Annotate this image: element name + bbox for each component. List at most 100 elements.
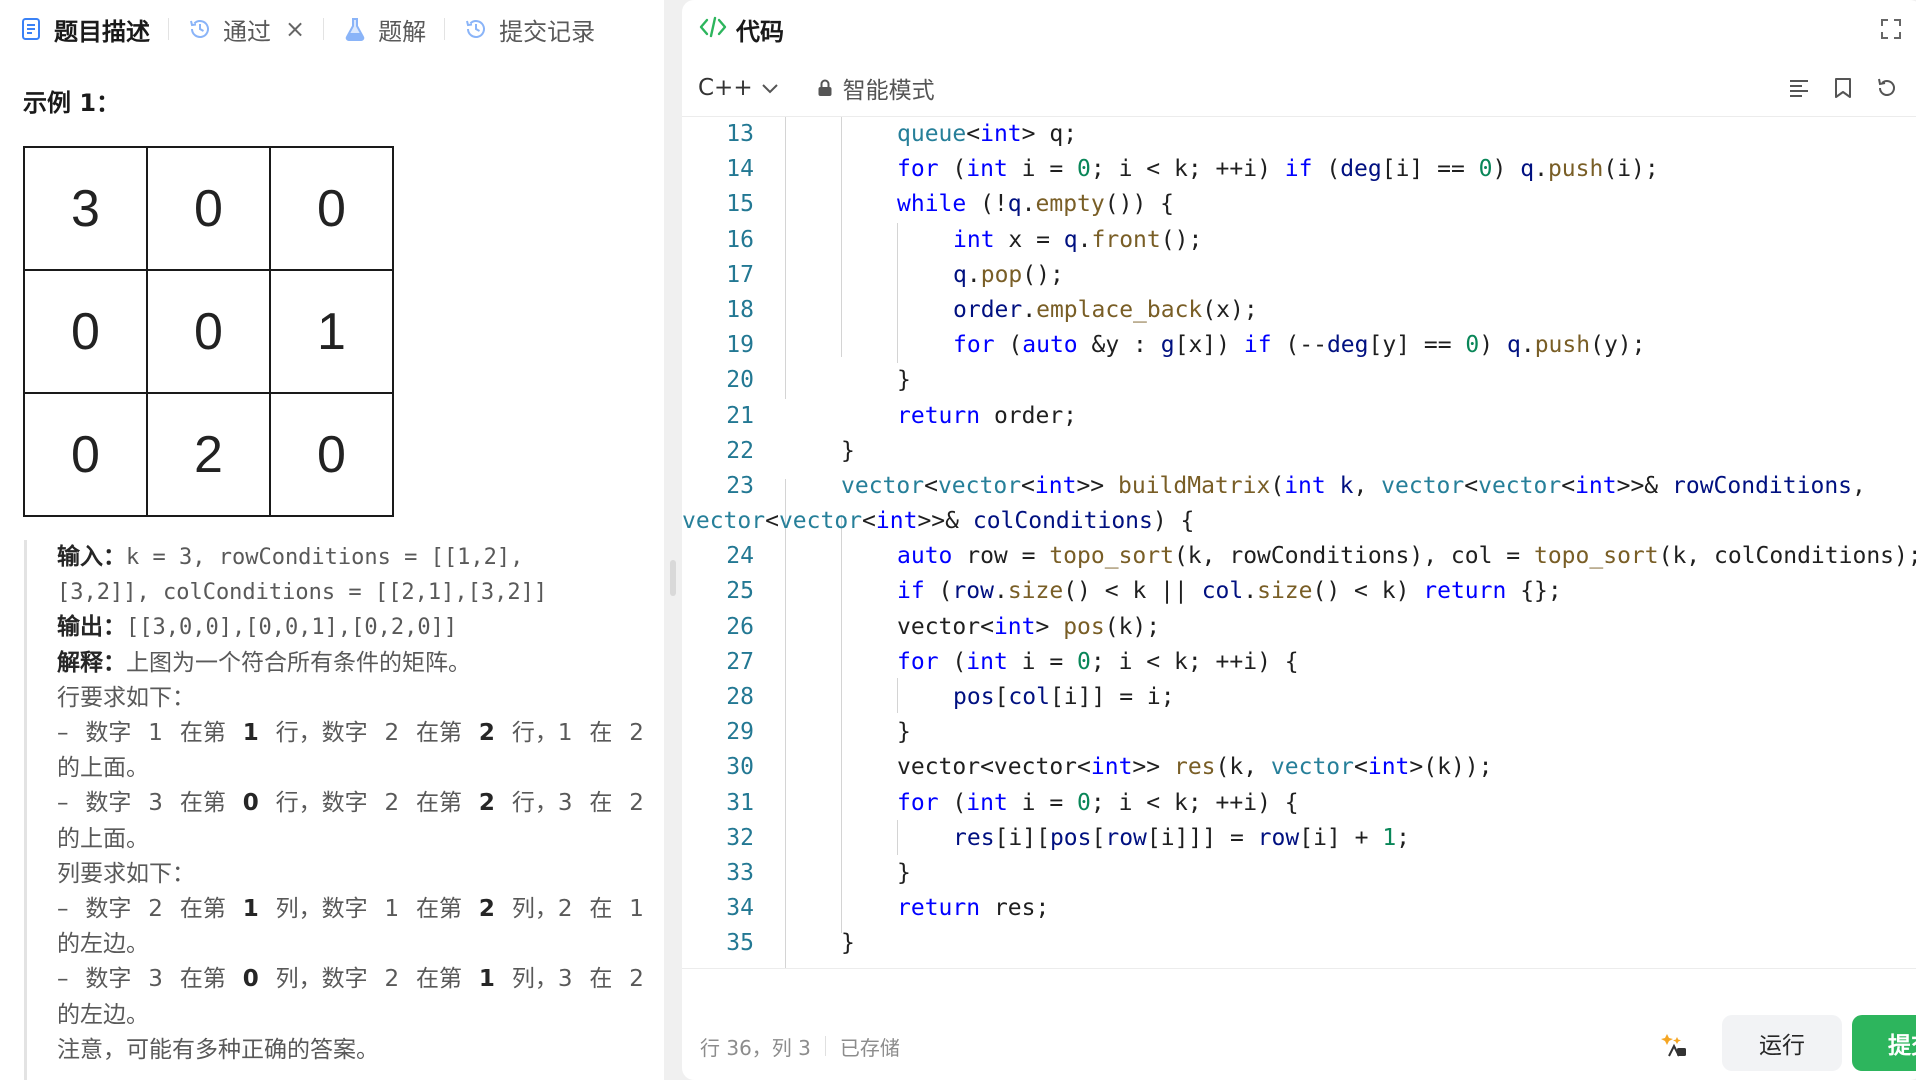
- tab-label: 题解: [378, 17, 427, 46]
- language-select[interactable]: C++: [698, 75, 779, 101]
- code-token: 0: [1478, 156, 1493, 183]
- code-token: vector: [841, 472, 925, 499]
- text: 在第: [416, 720, 463, 747]
- code-token: vector<: [897, 613, 994, 640]
- text: 2: [629, 790, 644, 817]
- left-tab-bar: 题目描述 通过 × 题解 提交记录: [0, 0, 664, 58]
- code-token: .: [1077, 226, 1092, 253]
- code-token: ; i < k; ++i): [1090, 156, 1285, 183]
- run-button[interactable]: 运行: [1722, 1015, 1842, 1071]
- text: 行，3: [511, 790, 573, 817]
- code-text: }: [785, 856, 911, 891]
- code-token: res: [1173, 754, 1216, 781]
- input-value: k = 3, rowConditions = [[1,2],: [126, 545, 524, 570]
- reset-icon[interactable]: [1876, 77, 1898, 99]
- code-line[interactable]: 33}: [682, 856, 1916, 891]
- submit-button[interactable]: 提交: [1852, 1015, 1916, 1071]
- code-token: q: [1520, 156, 1535, 183]
- requirement-line-end: 的上面。: [57, 825, 149, 852]
- line-number: 36: [682, 962, 754, 970]
- line-number: 32: [726, 824, 754, 851]
- text: 数字: [85, 790, 132, 817]
- code-line[interactable]: vector<vector<int>>& colConditions) {: [682, 504, 1916, 539]
- code-token: int: [875, 508, 918, 535]
- code-token: () < k): [1312, 578, 1424, 605]
- text: 行，1: [511, 720, 573, 747]
- code-token: row: [952, 578, 994, 605]
- tab-solutions[interactable]: 题解: [342, 0, 426, 58]
- tab-submissions[interactable]: 提交记录: [463, 0, 595, 58]
- code-line[interactable]: 29}: [682, 715, 1916, 750]
- code-token: [y] ==: [1368, 332, 1466, 359]
- text: 在第: [179, 966, 226, 993]
- text: 3: [148, 790, 163, 817]
- code-line[interactable]: 20}: [682, 363, 1916, 398]
- code-token: .: [966, 261, 981, 288]
- code-token: int: [966, 648, 1008, 675]
- code-token: (i);: [1603, 156, 1659, 183]
- line-number: 21: [726, 402, 754, 429]
- indent-guide: [785, 117, 786, 399]
- code-token: auto: [1022, 332, 1078, 359]
- fullscreen-icon[interactable]: [1880, 18, 1902, 44]
- smart-mode[interactable]: 智能模式: [817, 71, 935, 105]
- tab-label: 通过: [223, 17, 271, 46]
- text: 在第: [416, 966, 463, 993]
- code-token: int: [1575, 472, 1617, 499]
- close-icon[interactable]: ×: [285, 15, 306, 43]
- requirement-line-end: 的左边。: [57, 931, 149, 958]
- lock-icon: [818, 79, 832, 96]
- code-token: q: [1506, 332, 1521, 359]
- format-icon[interactable]: [1788, 78, 1810, 98]
- code-token: () < k ||: [1063, 578, 1202, 605]
- code-line[interactable]: 35}: [682, 926, 1916, 961]
- problem-panel: 题目描述 通过 × 题解 提交记录 示例 1： 3 0: [0, 0, 664, 1080]
- code-line[interactable]: 22}: [682, 434, 1916, 469]
- code-token: }: [841, 930, 855, 957]
- code-token: (x);: [1202, 296, 1258, 323]
- code-icon: [698, 15, 728, 43]
- line-number: 31: [726, 789, 754, 816]
- tab-description[interactable]: 题目描述: [18, 0, 150, 58]
- text: 列，数字: [275, 896, 368, 923]
- tab-accepted[interactable]: 通过 ×: [187, 0, 305, 58]
- code-token: pos: [953, 684, 995, 710]
- bookmark-icon[interactable]: [1834, 77, 1852, 99]
- panel-resize-handle[interactable]: [670, 560, 676, 596]
- code-token: push: [1534, 332, 1591, 359]
- code-token: buildMatrix: [1118, 472, 1271, 499]
- code-token: >(k));: [1409, 754, 1493, 781]
- code-token: (k,: [1215, 754, 1271, 781]
- ai-assistant-icon[interactable]: [1659, 1028, 1689, 1062]
- code-token: (!: [966, 191, 1008, 218]
- line-number: 22: [726, 437, 754, 464]
- text: –: [57, 790, 69, 817]
- text: 在第: [416, 896, 463, 923]
- code-token: <: [924, 472, 938, 499]
- code-line[interactable]: 36};: [682, 962, 1916, 970]
- text: –: [57, 720, 69, 747]
- tab-label: 提交记录: [499, 17, 596, 46]
